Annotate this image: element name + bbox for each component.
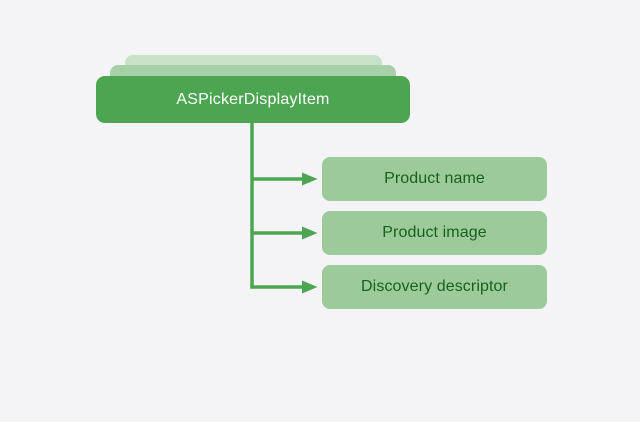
child-node-product-image: Product image bbox=[322, 211, 547, 255]
arrowhead-icon-2 bbox=[302, 226, 318, 240]
child-node-product-name: Product name bbox=[322, 157, 547, 201]
arrowhead-icon-3 bbox=[302, 280, 318, 294]
arrowhead-icon-1 bbox=[302, 172, 318, 186]
child-node-discovery-descriptor: Discovery descriptor bbox=[322, 265, 547, 309]
child-node-label: Product name bbox=[384, 170, 485, 187]
child-node-label: Discovery descriptor bbox=[361, 278, 508, 295]
root-node-aspickerdisplayitem: ASPickerDisplayItem bbox=[96, 76, 410, 123]
child-node-label: Product image bbox=[382, 224, 487, 241]
root-node-label: ASPickerDisplayItem bbox=[176, 90, 330, 108]
